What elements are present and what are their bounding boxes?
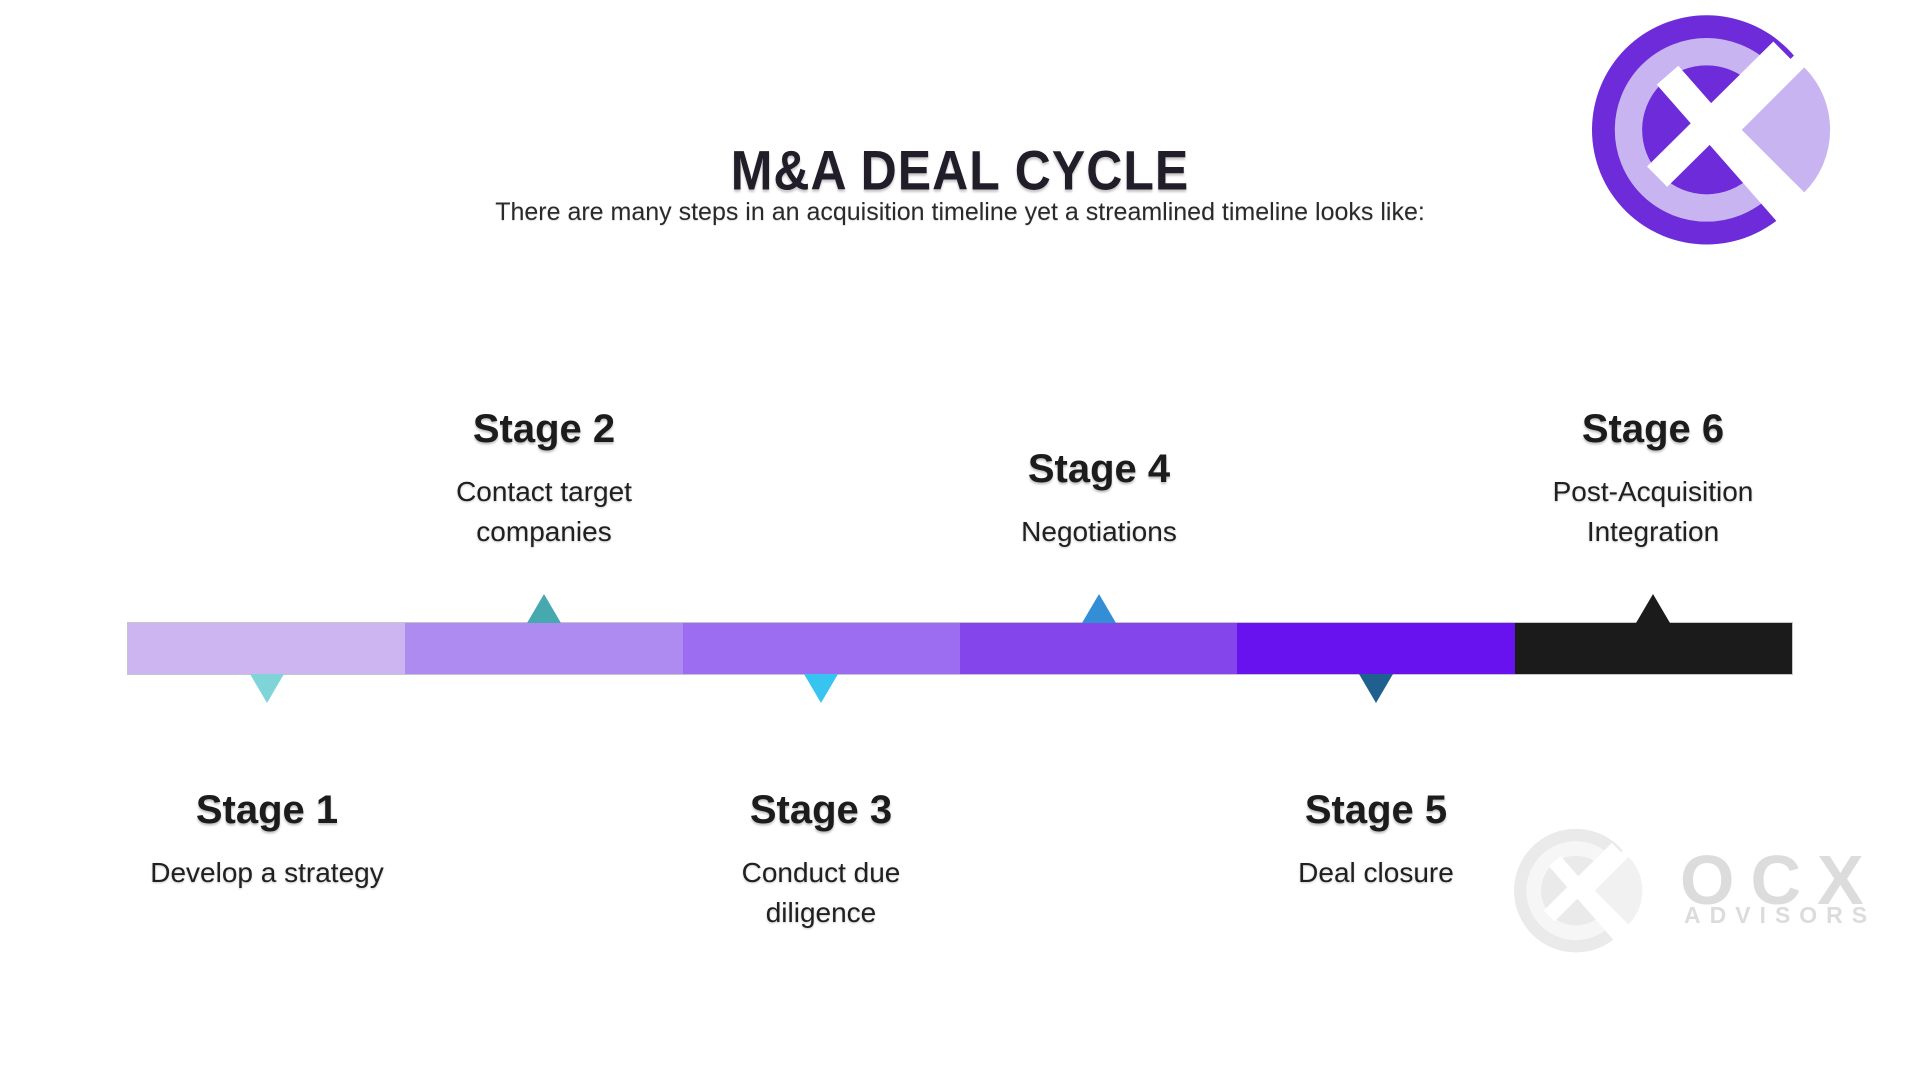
ocx-watermark-logo-icon — [1514, 826, 1665, 956]
stage-4-title: Stage 4 — [1027, 447, 1171, 491]
watermark-tagline-text: ADVISORS — [1684, 902, 1877, 928]
stage-4-description: Negotiations — [1021, 516, 1177, 547]
stage-1-description: Develop a strategy — [150, 857, 384, 888]
stage-6-title: Stage 6 — [1581, 407, 1725, 451]
stage-5-label: Stage 5 Deal closure — [1226, 787, 1526, 893]
timeline-segment-3 — [682, 623, 960, 674]
stage-2-title: Stage 2 — [472, 407, 616, 451]
watermark-logo-x-stroke-2 — [1543, 843, 1623, 922]
timeline-segment-5 — [1237, 623, 1515, 674]
timeline-segment-2 — [405, 623, 683, 674]
stage-6-description: Post-Acquisition Integration — [1552, 476, 1754, 547]
stage-6-marker-icon — [1636, 594, 1670, 623]
stage-6-label: Stage 6 Post-Acquisition Integration — [1503, 406, 1803, 552]
stage-3-title: Stage 3 — [749, 788, 893, 832]
watermark-logo-x-stroke-1 — [1548, 856, 1626, 941]
stage-2-description: Contact target companies — [456, 476, 632, 547]
timeline-bar — [128, 623, 1792, 674]
timeline-segment-6 — [1514, 623, 1792, 674]
ocx-logo-icon — [1592, 10, 1872, 251]
timeline-segment-1 — [128, 623, 406, 674]
stage-5-marker-icon — [1359, 674, 1393, 703]
watermark-brand-text: OCX — [1680, 841, 1880, 919]
timeline-segment-4 — [959, 623, 1238, 674]
stage-4-marker-icon — [1082, 594, 1116, 623]
stage-1-label: Stage 1 Develop a strategy — [117, 787, 417, 893]
stage-2-label: Stage 2 Contact target companies — [394, 406, 694, 552]
stage-2-marker-icon — [527, 594, 561, 623]
stage-1-title: Stage 1 — [195, 788, 339, 832]
stage-4-label: Stage 4 Negotiations — [949, 446, 1249, 552]
logo-x-stroke-2 — [1647, 41, 1794, 187]
logo-x-stroke-1 — [1656, 65, 1800, 223]
page-title: M&A DEAL CYCLE — [730, 139, 1190, 202]
stage-5-title: Stage 5 — [1304, 788, 1448, 832]
logo-wedge — [1741, 67, 1831, 193]
stage-3-marker-icon — [804, 674, 838, 703]
page-subtitle: There are many steps in an acquisition t… — [495, 198, 1425, 226]
stage-5-description: Deal closure — [1298, 857, 1454, 888]
watermark-logo-wedge — [1594, 856, 1643, 925]
stage-3-description: Conduct due diligence — [741, 857, 901, 928]
stage-1-marker-icon — [250, 674, 284, 703]
stage-3-label: Stage 3 Conduct due diligence — [671, 787, 971, 933]
